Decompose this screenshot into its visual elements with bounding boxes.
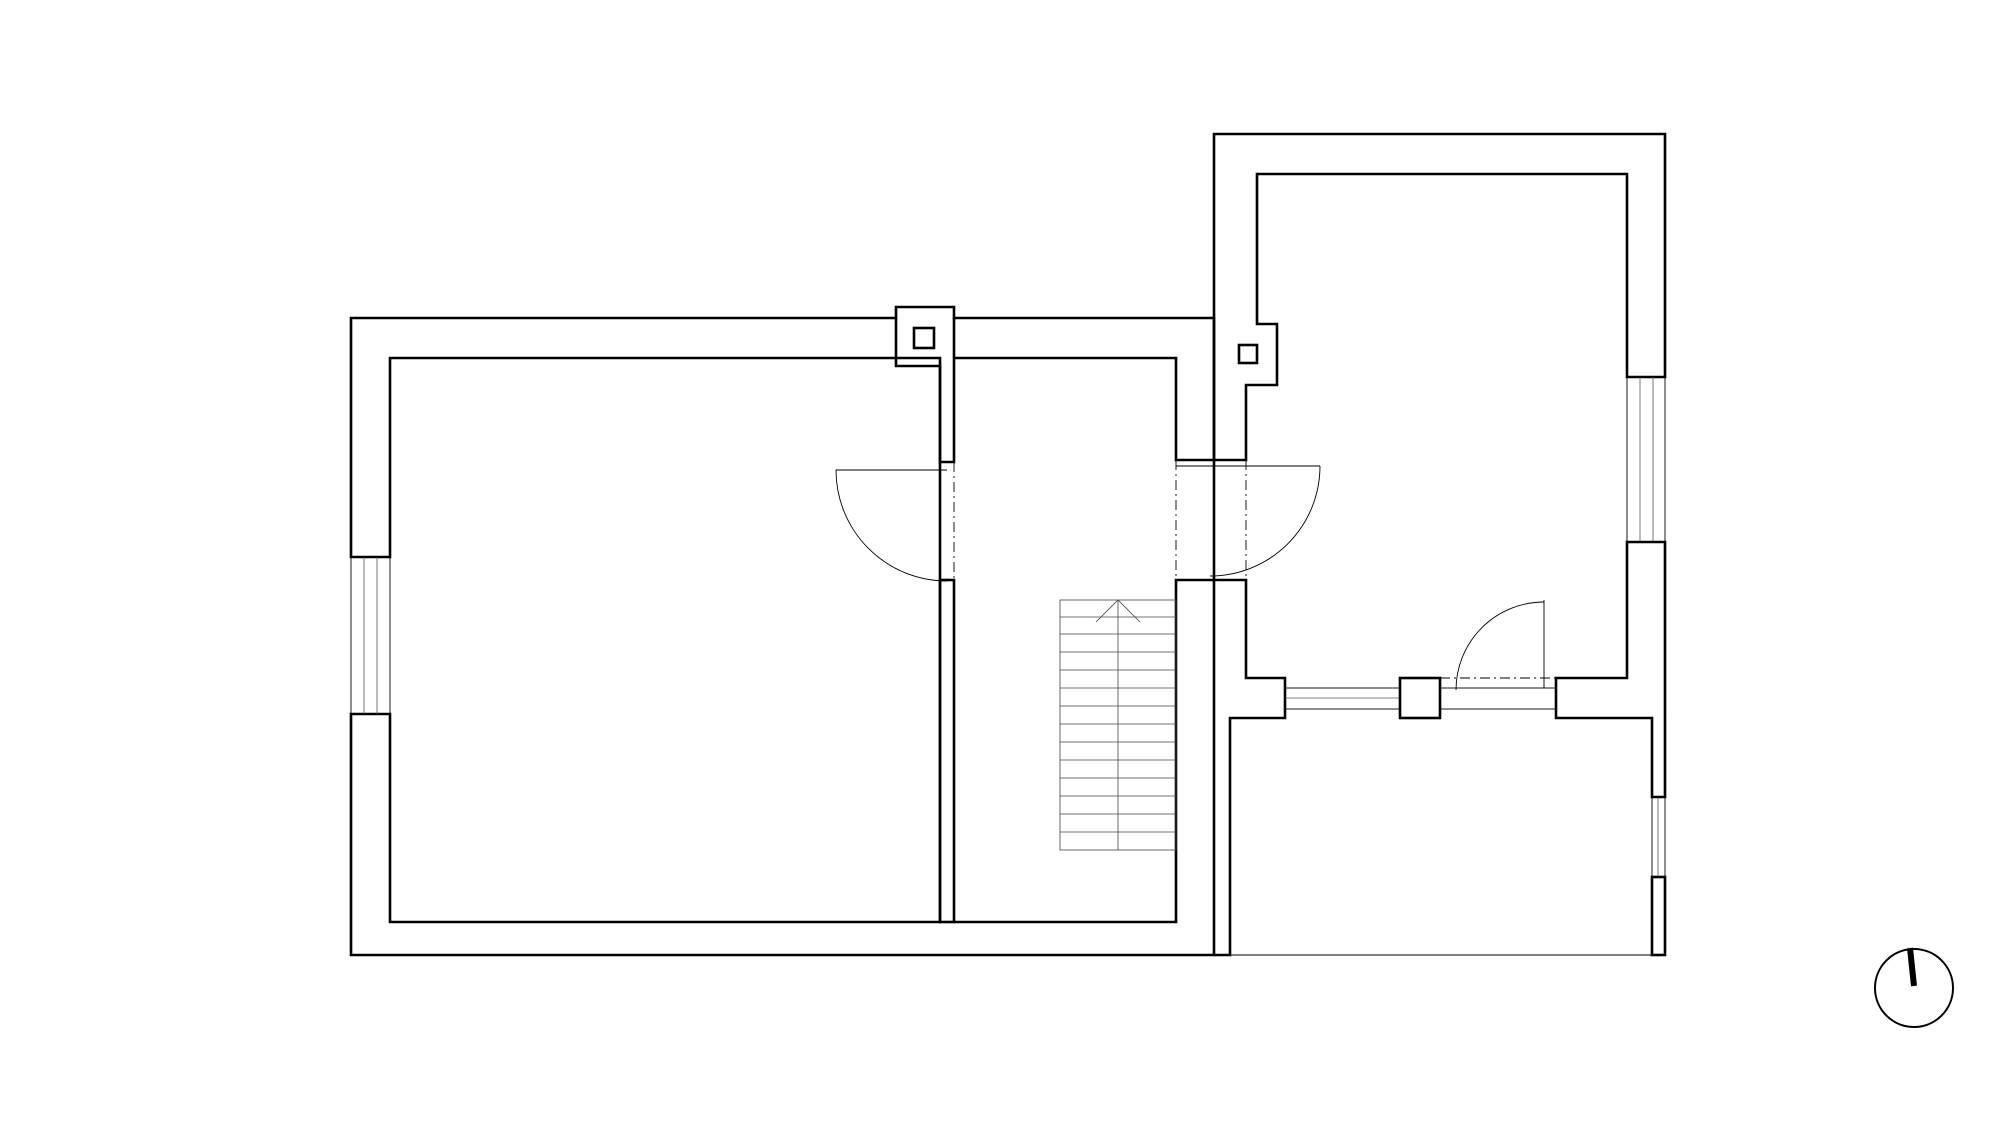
door-large-room (835, 462, 955, 582)
annex-internal-wall (1554, 540, 1667, 799)
internal-column (1398, 676, 1442, 720)
left-window (350, 556, 391, 715)
internal-window (1284, 687, 1401, 710)
partition-wall-upper (894, 318, 956, 464)
right-window-upper (1626, 376, 1666, 543)
stair-hall-wall (954, 356, 1214, 924)
chimney-left (912, 326, 936, 350)
main-building-outer-wall (349, 305, 1216, 957)
stair (1059, 599, 1177, 851)
door-internal (1439, 600, 1557, 710)
right-window-lower (1651, 796, 1666, 878)
partition-wall-lower (938, 578, 956, 924)
chimney-right (1237, 343, 1259, 365)
door-annex (1175, 460, 1321, 580)
annex-connecting-wall (1214, 578, 1287, 957)
annex-lower-wall-end (1650, 875, 1667, 957)
north-arrow-icon (1874, 947, 1954, 1028)
annex-outer-wall (1212, 132, 1667, 462)
